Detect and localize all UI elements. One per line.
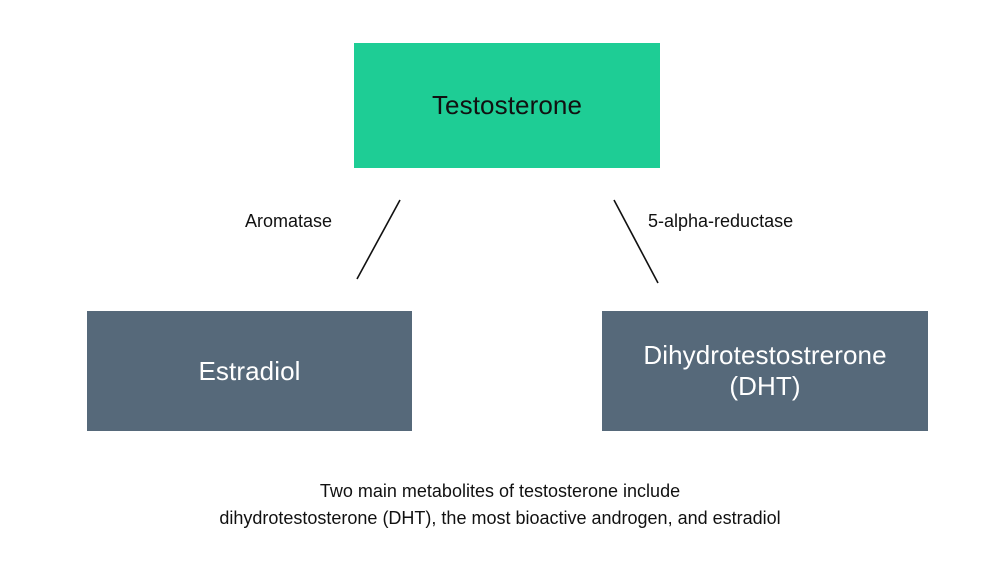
node-dht-label-line2: (DHT) bbox=[729, 371, 801, 401]
node-dht-label-line1: Dihydrotestostrerone bbox=[643, 339, 887, 370]
connector-testosterone-to-estradiol bbox=[356, 199, 401, 280]
node-estradiol: Estradiol bbox=[87, 311, 412, 431]
caption-line-2: dihydrotestosterone (DHT), the most bioa… bbox=[219, 508, 781, 528]
node-testosterone: Testosterone bbox=[354, 43, 660, 168]
edge-label-aromatase: Aromatase bbox=[245, 211, 333, 231]
node-estradiol-label: Estradiol bbox=[198, 355, 301, 386]
diagram-caption: Two main metabolites of testosterone inc… bbox=[0, 478, 1000, 532]
node-dht: Dihydrotestostrerone (DHT) bbox=[602, 311, 928, 431]
node-dht-label: Dihydrotestostrerone (DHT) bbox=[643, 340, 886, 402]
node-testosterone-label: Testosterone bbox=[431, 90, 583, 121]
caption-line-1: Two main metabolites of testosterone inc… bbox=[319, 481, 681, 501]
edge-label-5-alpha-reductase: 5-alpha-reductase bbox=[648, 211, 794, 231]
